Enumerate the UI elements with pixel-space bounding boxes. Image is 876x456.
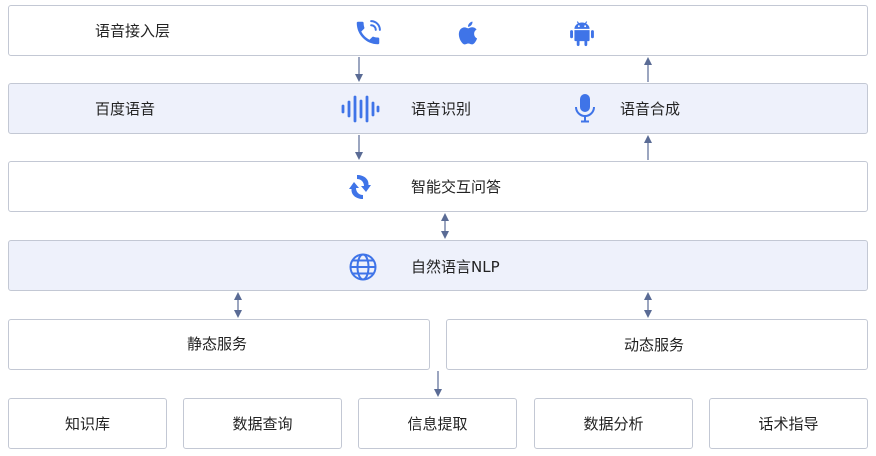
- android-icon: [570, 21, 594, 47]
- baidu-voice-label: 百度语音: [95, 100, 156, 118]
- apple-icon: [458, 21, 478, 45]
- microphone-icon: [575, 94, 595, 123]
- globe-icon: [349, 253, 377, 281]
- dynamic-service-label: 动态服务: [624, 336, 685, 354]
- bottom-item-label: 话术指导: [758, 415, 819, 433]
- nlp-label: 自然语言NLP: [411, 258, 500, 276]
- voice-access-layer-label: 语音接入层: [95, 22, 171, 40]
- speech-recognition-label: 语音识别: [411, 100, 472, 118]
- voice-access-layer: 语音接入层: [8, 5, 868, 56]
- bottom-item-data-query: 数据查询: [183, 398, 342, 449]
- bottom-item-info-extraction: 信息提取: [358, 398, 517, 449]
- sound-wave-icon: [341, 95, 380, 123]
- dynamic-service-box: 动态服务: [446, 319, 868, 370]
- bottom-item-label: 知识库: [64, 415, 110, 433]
- static-service-label: 静态服务: [187, 335, 248, 353]
- bottom-item-script-guidance: 话术指导: [709, 398, 868, 449]
- smart-interaction-label: 智能交互问答: [411, 178, 502, 196]
- nlp-layer: 自然语言NLP: [8, 240, 868, 291]
- speech-synthesis-label: 语音合成: [620, 100, 681, 118]
- smart-interaction-layer: 智能交互问答: [8, 161, 868, 212]
- bottom-item-data-analysis: 数据分析: [534, 398, 693, 449]
- baidu-voice-layer: 百度语音 语音识别 语音合成: [8, 83, 868, 134]
- bottom-item-label: 信息提取: [407, 415, 468, 433]
- refresh-arrows-icon: [349, 175, 371, 199]
- static-service-box: 静态服务: [8, 319, 430, 370]
- phone-icon: [356, 20, 381, 45]
- bottom-item-label: 数据查询: [232, 415, 293, 433]
- bottom-item-label: 数据分析: [583, 415, 644, 433]
- bottom-item-knowledge-base: 知识库: [8, 398, 167, 449]
